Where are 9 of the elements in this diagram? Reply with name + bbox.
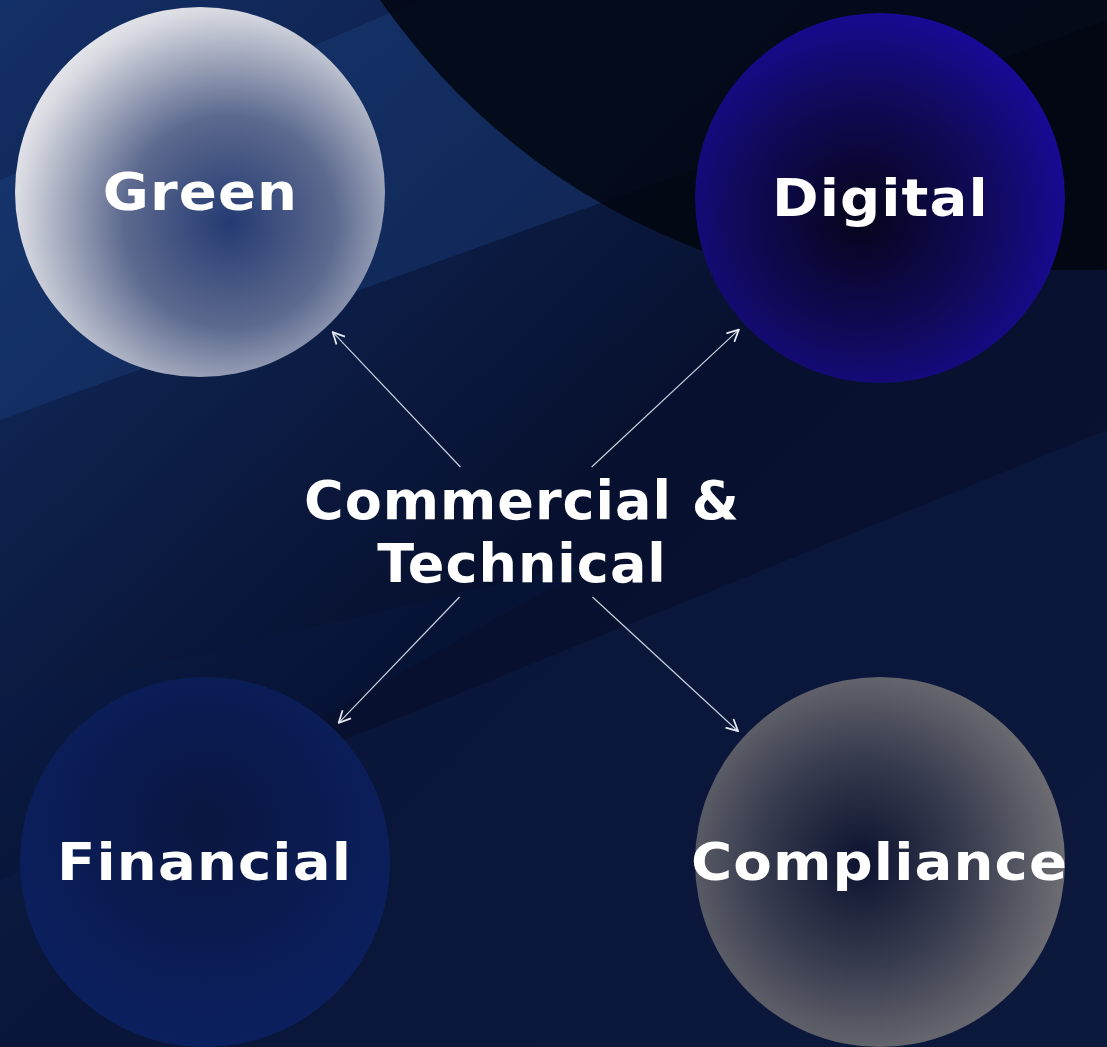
circle-label: Compliance [691, 832, 1069, 892]
circle-label: Financial [57, 832, 353, 892]
circle-label: Green [102, 162, 298, 222]
arrow [337, 596, 461, 724]
circle-label: Digital [771, 168, 989, 228]
arrow [591, 328, 740, 468]
arrow [591, 596, 739, 733]
arrow [331, 331, 462, 468]
center-label: Commercial & Technical [303, 468, 741, 596]
